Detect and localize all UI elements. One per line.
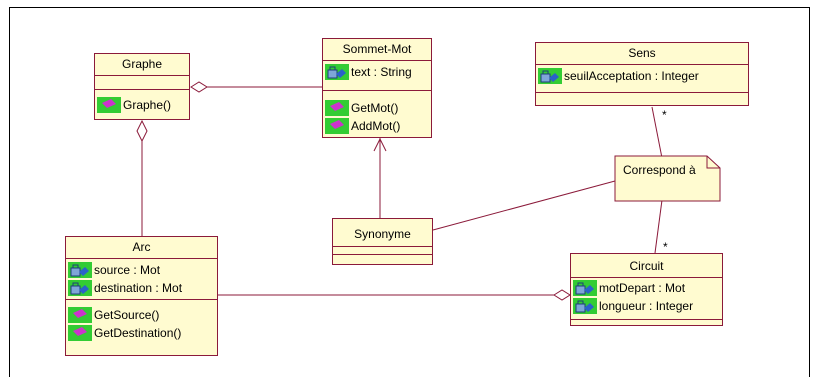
class-circuit[interactable]: Circuit motDepart : Mot longueur : Integ… <box>570 253 723 326</box>
attribute-row: seuilAcceptation : Integer <box>536 67 748 85</box>
attribute-lock-icon <box>538 68 562 84</box>
class-name: Graphe <box>95 54 189 76</box>
aggregation-diamond-graphe-sommet <box>190 81 208 93</box>
class-name: Sens <box>536 43 748 65</box>
attributes-section: seuilAcceptation : Integer <box>536 65 748 93</box>
operation-label: GetSource() <box>94 308 160 322</box>
attributes-section: motDepart : Mot longueur : Integer <box>571 278 722 320</box>
note-correspond: Correspond à <box>615 156 720 201</box>
operation-label: Graphe() <box>123 98 172 112</box>
attribute-label: text : String <box>351 65 412 79</box>
synonyme-note-link <box>432 180 616 231</box>
class-name: Circuit <box>571 254 722 278</box>
aggregation-diamond-circuit-arc <box>553 289 571 301</box>
note-circuit-link <box>654 199 663 254</box>
attribute-lock-icon <box>68 262 92 278</box>
operations-section <box>536 93 748 106</box>
attribute-row: motDepart : Mot <box>571 279 722 297</box>
attribute-lock-icon <box>573 298 597 314</box>
note-text: Correspond à <box>623 163 696 177</box>
operations-section: GetSource() GetDestination() <box>66 300 217 344</box>
class-synonyme[interactable]: Synonyme <box>332 218 433 265</box>
operation-icon <box>97 97 121 113</box>
class-sens[interactable]: Sens seuilAcceptation : Integer <box>535 42 749 106</box>
sens-note-link <box>651 106 663 159</box>
attribute-lock-icon <box>68 280 92 296</box>
class-graphe[interactable]: Graphe Graphe() <box>94 53 190 120</box>
operation-label: GetDestination() <box>94 326 182 340</box>
attribute-row: longueur : Integer <box>571 297 722 315</box>
operation-icon <box>325 118 349 134</box>
operations-section: GetMot() AddMot() <box>323 91 431 137</box>
operation-icon <box>68 325 92 341</box>
class-arc[interactable]: Arc source : Mot destination : Mot GetSo… <box>65 236 218 356</box>
note-shape <box>614 155 721 202</box>
note-fold <box>706 156 720 169</box>
attribute-label: motDepart : Mot <box>599 281 686 295</box>
attributes-section: source : Mot destination : Mot <box>66 259 217 300</box>
operation-icon <box>68 307 92 323</box>
class-name: Sommet-Mot <box>323 39 431 61</box>
operation-row: GetMot() <box>323 99 431 117</box>
operations-section <box>333 255 432 265</box>
operation-label: AddMot() <box>351 119 401 133</box>
operation-label: GetMot() <box>351 101 399 115</box>
diagram-frame <box>9 7 810 377</box>
attribute-lock-icon <box>325 64 349 80</box>
attribute-lock-icon <box>573 280 597 296</box>
aggregation-diamond-graphe-arc <box>136 119 148 143</box>
operation-row: GetDestination() <box>66 324 217 342</box>
operations-section <box>571 320 722 326</box>
navigation-arrowhead <box>373 137 387 152</box>
operation-row: AddMot() <box>323 117 431 135</box>
attribute-label: longueur : Integer <box>599 299 694 313</box>
class-name: Synonyme <box>333 219 432 247</box>
operation-icon <box>325 100 349 116</box>
class-sommet-mot[interactable]: Sommet-Mot text : String GetMot() AddMot… <box>322 38 432 138</box>
attribute-label: source : Mot <box>94 263 161 277</box>
attribute-label: seuilAcceptation : Integer <box>564 69 699 83</box>
operation-row: GetSource() <box>66 306 217 324</box>
attribute-label: destination : Mot <box>94 281 183 295</box>
attribute-row: destination : Mot <box>66 279 217 297</box>
operations-section: Graphe() <box>95 90 189 116</box>
operation-row: Graphe() <box>95 96 189 114</box>
multiplicity-sens: * <box>662 108 667 122</box>
attribute-row: text : String <box>323 63 431 81</box>
attributes-section: text : String <box>323 61 431 91</box>
class-name: Arc <box>66 237 217 259</box>
attribute-row: source : Mot <box>66 261 217 279</box>
multiplicity-circuit: * <box>663 240 668 254</box>
attributes-section <box>95 76 189 90</box>
attributes-section <box>333 247 432 255</box>
